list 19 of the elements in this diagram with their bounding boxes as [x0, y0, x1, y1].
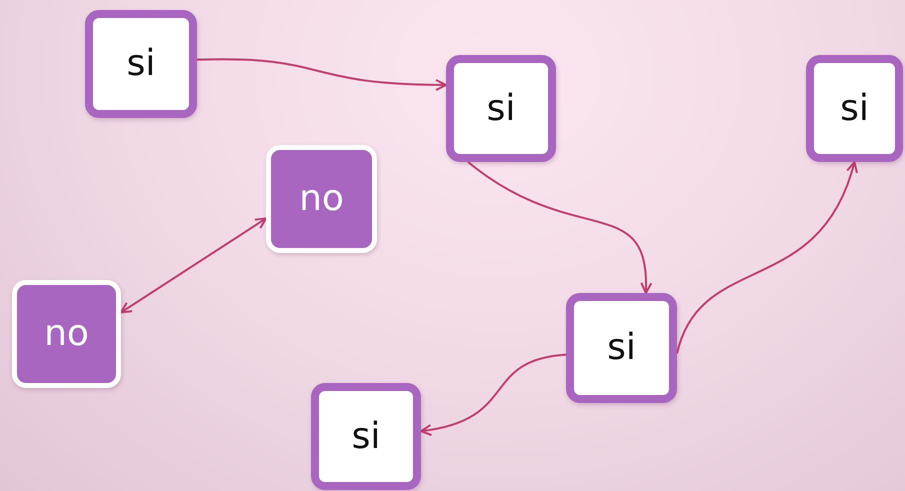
process-box	[311, 383, 421, 490]
node-label: no	[44, 316, 89, 352]
process-box	[806, 55, 903, 162]
node-label: si	[840, 90, 869, 126]
process-box	[85, 10, 197, 118]
arrow	[120, 217, 267, 314]
node-label: si	[607, 330, 636, 366]
arrow	[676, 161, 858, 354]
filled-box	[266, 145, 377, 253]
arrow	[196, 58, 447, 91]
arrow	[467, 161, 652, 294]
filled-box	[12, 280, 121, 388]
node-label: no	[299, 181, 344, 217]
node-label: si	[352, 418, 380, 454]
node-label: si	[126, 46, 156, 82]
arrow	[420, 354, 566, 436]
process-box	[566, 293, 677, 403]
process-box	[446, 55, 556, 162]
node-label: si	[486, 90, 516, 126]
